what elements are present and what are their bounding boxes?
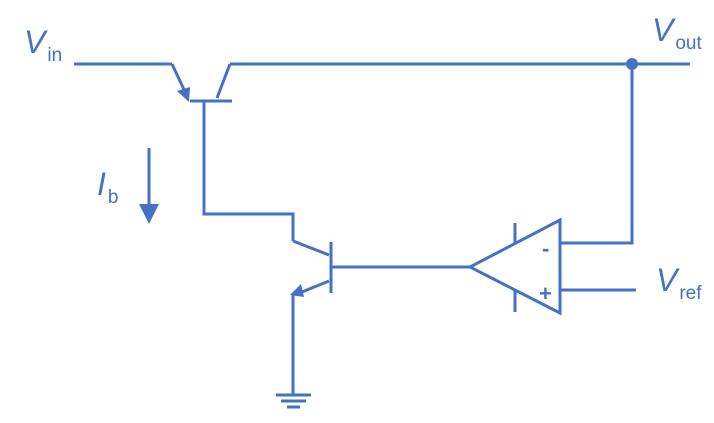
pass-transistor bbox=[170, 63, 232, 103]
ground-icon bbox=[276, 393, 311, 409]
base-wire bbox=[202, 101, 295, 241]
opamp-plus-sign: + bbox=[539, 281, 552, 306]
drive-transistor bbox=[290, 239, 333, 394]
feedback-wire bbox=[560, 64, 634, 245]
drive-emitter-arrow-icon bbox=[290, 284, 304, 297]
opamp-minus-sign: - bbox=[542, 236, 550, 261]
drive-transistor-collector bbox=[292, 239, 330, 257]
opamp bbox=[466, 217, 562, 316]
current-arrow-icon bbox=[139, 148, 159, 224]
pass-emitter-arrow-icon bbox=[177, 87, 190, 102]
pass-transistor-collector bbox=[215, 63, 232, 99]
